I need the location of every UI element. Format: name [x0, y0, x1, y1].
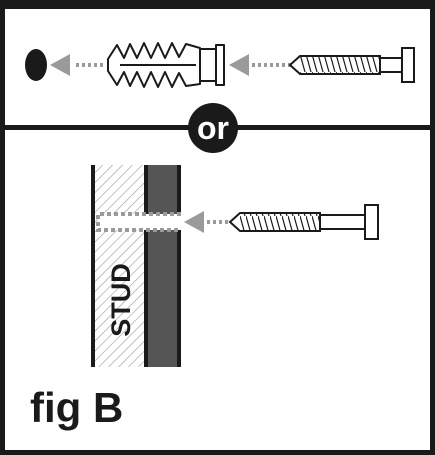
drilled-hole-icon: [25, 49, 47, 81]
or-label: or: [197, 110, 229, 146]
arrow-screw-to-anchor: [229, 54, 292, 76]
bottom-panel: STUD: [91, 165, 379, 367]
or-badge: [188, 103, 238, 153]
top-panel: [25, 42, 415, 88]
arrow-anchor-to-hole: [50, 54, 104, 76]
pilot-hole: [96, 212, 181, 232]
top-band: [0, 0, 435, 9]
stud-section: [91, 165, 146, 367]
drywall-section: [144, 165, 181, 367]
screw-icon: [228, 204, 379, 240]
figure-caption: fig B: [30, 384, 123, 431]
stud-label: STUD: [106, 263, 136, 337]
screw-icon: [288, 47, 415, 83]
arrow-screw-to-stud: [184, 211, 232, 233]
wall-anchor-icon: [107, 42, 225, 88]
